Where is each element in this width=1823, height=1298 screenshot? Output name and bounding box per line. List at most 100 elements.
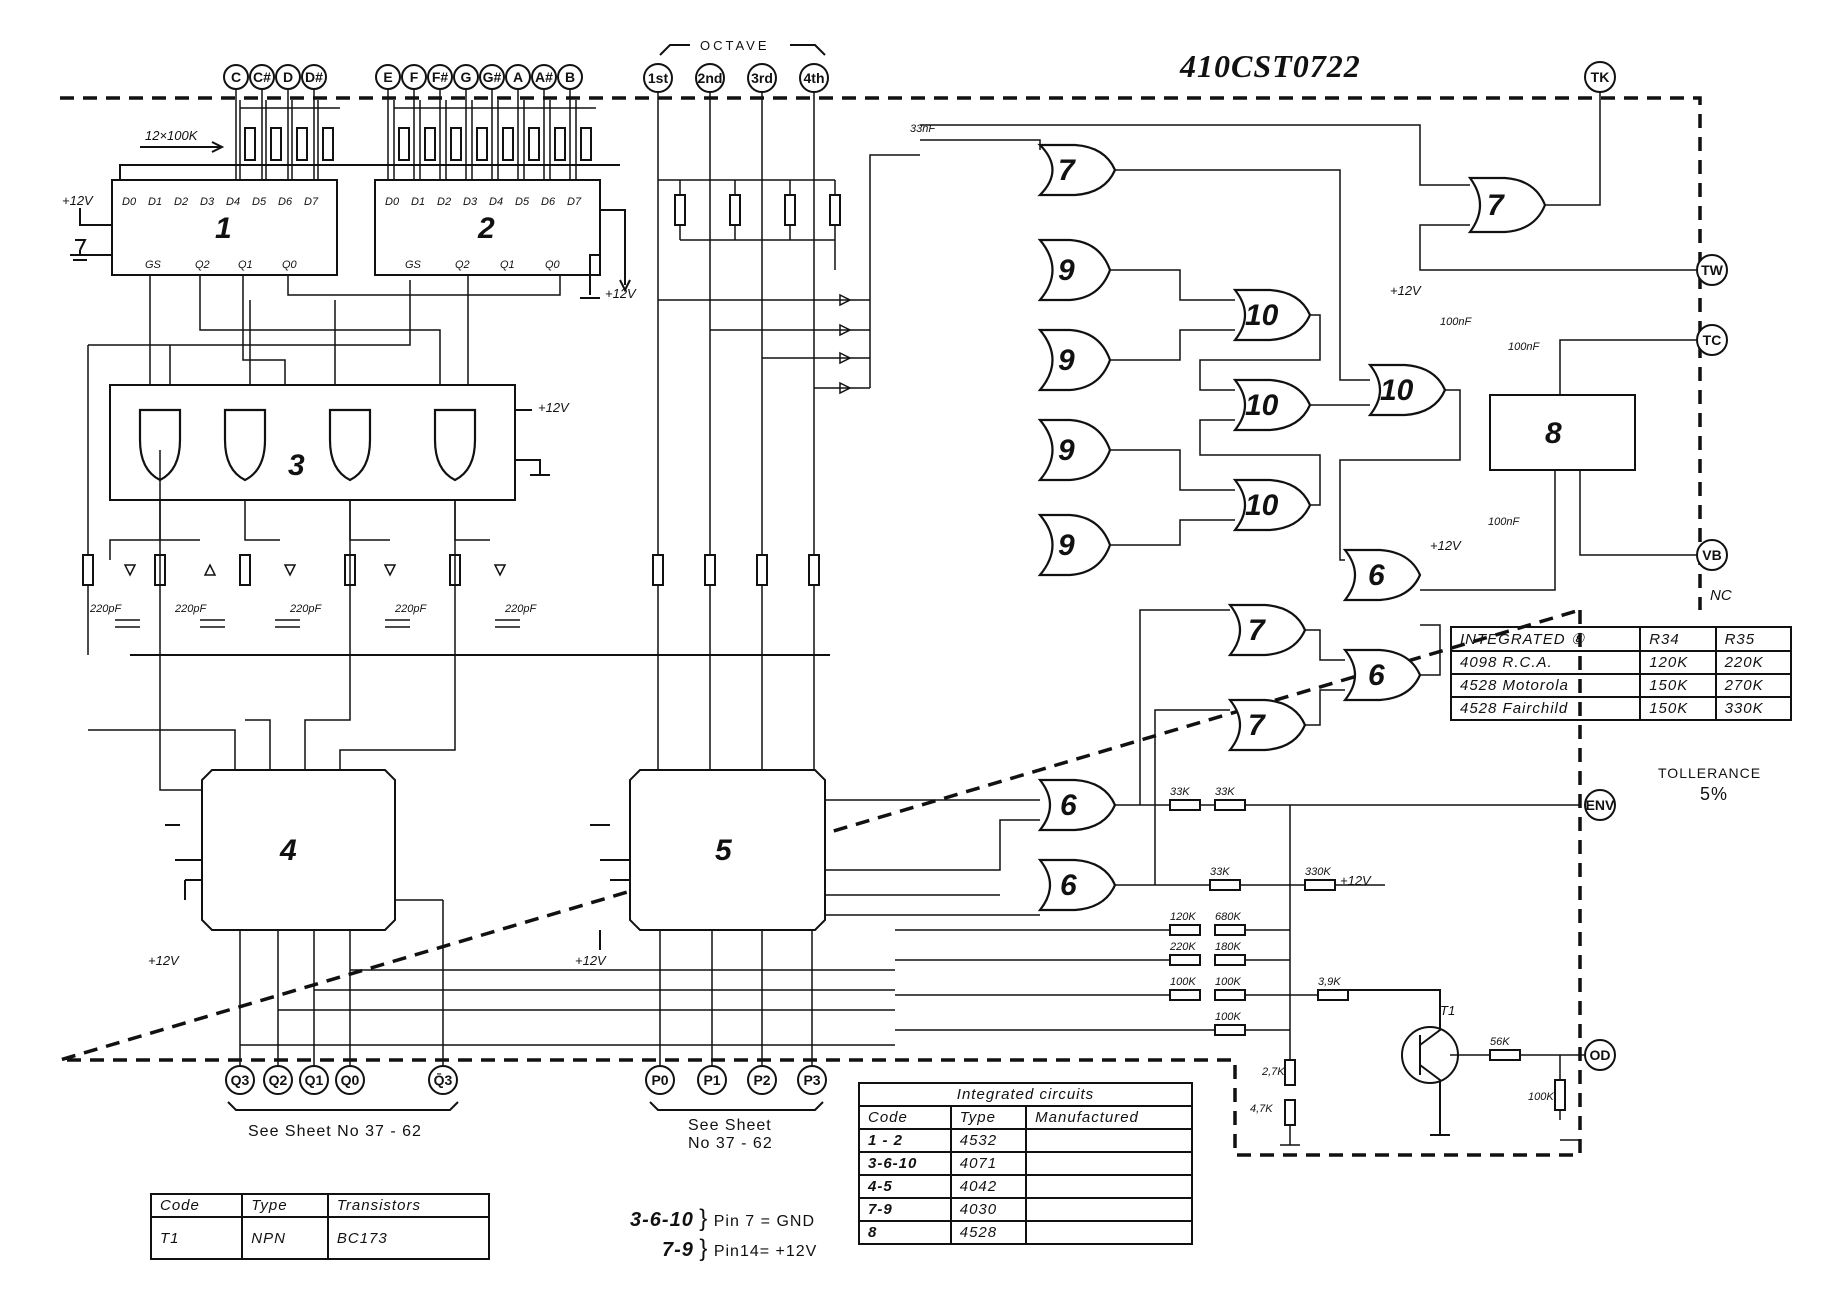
transistor-header-transistors: Transistors xyxy=(326,1193,491,1218)
ic-header-type: Type xyxy=(949,1105,1028,1130)
integrated8-header-2: R35 xyxy=(1714,626,1793,652)
svg-text:1st: 1st xyxy=(648,70,669,86)
svg-text:D3: D3 xyxy=(200,196,215,208)
supply-line-3 xyxy=(515,409,550,476)
svg-text:C: C xyxy=(231,69,241,85)
svg-text:D4: D4 xyxy=(226,196,240,208)
table-cell xyxy=(1025,1151,1193,1176)
vb-note: NC xyxy=(1710,587,1732,604)
svg-text:D#: D# xyxy=(305,69,323,85)
octave-labels: 1st 2nd 3rd 4th xyxy=(648,70,825,86)
svg-text:9: 9 xyxy=(1058,344,1075,377)
r48 xyxy=(1489,1049,1521,1061)
svg-text:TW: TW xyxy=(1701,262,1724,278)
pin-note-1-text: Pin 7 = GND xyxy=(713,1213,815,1230)
svg-text:Q2: Q2 xyxy=(195,259,210,271)
svg-text:Q0: Q0 xyxy=(341,1072,360,1088)
table-cell: T1 xyxy=(149,1216,244,1260)
chip-1-label: 1 xyxy=(215,212,232,245)
svg-text:D4: D4 xyxy=(489,196,503,208)
svg-text:D0: D0 xyxy=(122,196,137,208)
table-row: 4-5 4042 xyxy=(858,1174,1193,1199)
svg-text:Q1: Q1 xyxy=(305,1072,324,1088)
chip-8-label: 8 xyxy=(1545,417,1562,450)
svg-text:OD: OD xyxy=(1590,1047,1611,1063)
table-row: 4528 Motorola 150K 270K xyxy=(1449,673,1793,698)
svg-text:D: D xyxy=(283,69,293,85)
gate-9-group xyxy=(1037,238,1112,577)
table-cell: 4-5 xyxy=(858,1174,952,1199)
svg-text:33K: 33K xyxy=(1170,786,1190,798)
chip-4 xyxy=(201,769,396,931)
see-sheet-q: See Sheet No 37 - 62 xyxy=(248,1123,422,1140)
table-row: 1 - 2 4532 xyxy=(858,1128,1193,1153)
svg-text:220pF: 220pF xyxy=(89,603,122,615)
chip-3-gates xyxy=(138,408,477,482)
svg-text:D7: D7 xyxy=(304,196,319,208)
svg-text:680K: 680K xyxy=(1215,911,1241,923)
chip-2-label: 2 xyxy=(477,212,495,245)
svg-text:100nF: 100nF xyxy=(1440,316,1472,328)
svg-text:F#: F# xyxy=(432,69,449,85)
supply-label-5: +12V xyxy=(575,953,607,968)
table-row: 4098 R.C.A. 120K 220K xyxy=(1449,650,1793,675)
svg-text:G#: G# xyxy=(483,69,502,85)
output-leads xyxy=(1450,92,1601,1141)
svg-text:D1: D1 xyxy=(411,196,425,208)
svg-text:4,7K: 4,7K xyxy=(1250,1103,1273,1115)
supply-label-4: +12V xyxy=(148,953,180,968)
svg-text:GS: GS xyxy=(405,259,422,271)
svg-text:Q1: Q1 xyxy=(238,259,253,271)
svg-text:100K: 100K xyxy=(1528,1091,1554,1103)
svg-text:D6: D6 xyxy=(278,196,293,208)
svg-text:F: F xyxy=(410,69,419,85)
table-cell xyxy=(1025,1128,1193,1153)
integrated8-header-1: R34 xyxy=(1639,626,1717,652)
svg-text:D5: D5 xyxy=(252,196,267,208)
table-row: 8 4528 xyxy=(858,1220,1193,1245)
note-labels: C C# D D# E F F# G G# A A# B xyxy=(231,69,575,85)
octave-lines xyxy=(657,92,836,770)
wiring-right xyxy=(825,100,1700,916)
integrated8-table: INTEGRATED ⑧ R34 R35 4098 R.C.A. 120K 22… xyxy=(1449,626,1793,721)
svg-text:Q̄3: Q̄3 xyxy=(434,1071,453,1088)
table-cell: 7-9 xyxy=(858,1197,952,1222)
supply-label-1: +12V xyxy=(62,193,94,208)
svg-text:10: 10 xyxy=(1245,299,1279,332)
table-cell: 3-6-10 xyxy=(858,1151,952,1176)
table-cell: 150K xyxy=(1639,673,1717,698)
svg-text:Q0: Q0 xyxy=(282,259,298,271)
supply-line-5 xyxy=(590,824,630,950)
chip-5-label: 5 xyxy=(715,834,733,867)
table-cell: 330K xyxy=(1714,696,1793,721)
gate-6-labels: 6 6 6 6 xyxy=(1060,559,1385,902)
chip-5 xyxy=(629,769,826,931)
note-terminal-leads xyxy=(235,89,571,180)
see-sheet-p-line2: No 37 - 62 xyxy=(688,1135,773,1152)
gate-7-group xyxy=(1037,143,1547,752)
drawing-number: 410CST0722 xyxy=(1180,48,1361,84)
table-cell: 4528 Fairchild xyxy=(1449,696,1642,721)
rc-stage-labels: 220pF 220pF 220pF 220pF 220pF xyxy=(89,603,537,615)
svg-text:33K: 33K xyxy=(1215,786,1235,798)
svg-text:TK: TK xyxy=(1591,69,1610,85)
svg-text:10: 10 xyxy=(1380,374,1414,407)
table-cell: 4071 xyxy=(949,1151,1028,1176)
tolerance-value: 5% xyxy=(1700,784,1728,804)
svg-text:D6: D6 xyxy=(541,196,556,208)
svg-text:P2: P2 xyxy=(753,1072,770,1088)
svg-text:A#: A# xyxy=(535,69,553,85)
svg-text:D0: D0 xyxy=(385,196,400,208)
svg-text:P1: P1 xyxy=(703,1072,720,1088)
gate-10-labels: 10 10 10 10 xyxy=(1245,299,1414,522)
svg-text:C#: C# xyxy=(253,69,271,85)
svg-text:P0: P0 xyxy=(651,1072,668,1088)
q-bracket xyxy=(227,1101,459,1111)
octave-terminals xyxy=(643,63,829,93)
gate-7-labels: 7 7 7 7 xyxy=(1058,154,1505,742)
chip-1 xyxy=(111,179,338,276)
svg-text:100K: 100K xyxy=(1170,976,1196,988)
transistor-header-code: Code xyxy=(149,1193,244,1218)
svg-text:220K: 220K xyxy=(1169,941,1196,953)
chip-2-pin-labels: D0 D1 D2 D3 D4 D5 D6 D7 GS Q2 Q1 Q0 xyxy=(385,196,582,271)
